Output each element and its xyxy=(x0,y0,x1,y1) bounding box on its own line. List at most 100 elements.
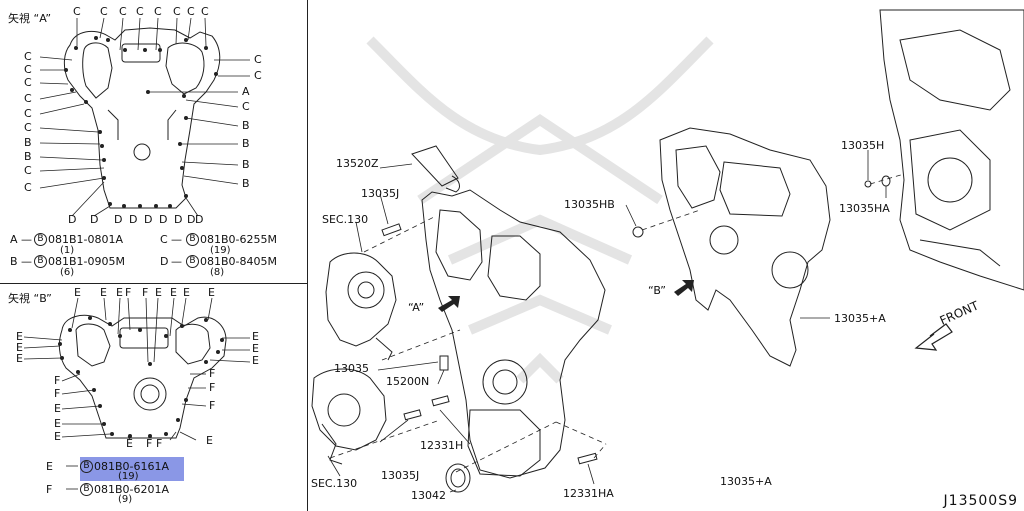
legend-letter: D xyxy=(160,255,169,268)
view-b-bottom-label: E xyxy=(206,434,213,447)
view-a-right-label: A xyxy=(242,85,250,98)
legend-arrow: — xyxy=(171,233,182,246)
view-a-right-label: B xyxy=(242,119,250,132)
callout-13035a-bottom[interactable]: 13035+A xyxy=(720,475,772,488)
view-b-right-label: F xyxy=(209,367,216,380)
view-b-left-label: E xyxy=(54,402,61,415)
view-a-top-label: C xyxy=(173,5,181,18)
legend-quantity: (8) xyxy=(210,267,225,278)
legend-quantity: (1) xyxy=(60,245,75,256)
view-a-bottom-label: D xyxy=(114,213,123,226)
legend-quantity: (9) xyxy=(118,494,133,505)
callout-13520z[interactable]: 13520Z xyxy=(336,157,379,170)
callout-13035a-right[interactable]: 13035+A xyxy=(834,312,886,325)
view-a-right-label: C xyxy=(254,53,262,66)
panel-divider-vertical xyxy=(307,0,308,511)
callout-13035j-bottom[interactable]: 13035J xyxy=(381,469,420,482)
callout-13035hb[interactable]: 13035HB xyxy=(564,198,615,211)
view-b-right-label: E xyxy=(252,342,259,355)
legend-letter: B xyxy=(10,255,18,268)
view-a-left-label: C xyxy=(24,50,32,63)
legend-quantity: (19) xyxy=(118,471,139,482)
callout-13035j-top[interactable]: 13035J xyxy=(361,187,400,200)
view-a-bottom-label: D xyxy=(90,213,99,226)
view-b-left-label: E xyxy=(54,417,61,430)
view-b-bottom-label: E xyxy=(126,437,133,450)
view-b-top-label: F xyxy=(125,286,132,299)
view-a-left-label: C xyxy=(24,76,32,89)
view-b-left-label: E xyxy=(16,330,23,343)
view-b-left-label: F xyxy=(54,374,61,387)
legend-quantity: (6) xyxy=(60,267,75,278)
panel-divider-horizontal xyxy=(0,283,308,284)
view-a-bottom-label: D xyxy=(195,213,204,226)
view-b-top-label: E xyxy=(155,286,162,299)
view-b-top-label: E xyxy=(208,286,215,299)
view-b-top-label: F xyxy=(142,286,149,299)
callout-12331h[interactable]: 12331H xyxy=(420,439,464,452)
view-a-top-label: C xyxy=(201,5,209,18)
view-a-top-label: C xyxy=(154,5,162,18)
view-a-top-label: C xyxy=(73,5,81,18)
callout-12331ha[interactable]: 12331HA xyxy=(563,487,614,500)
view-a-top-label: C xyxy=(136,5,144,18)
view-a-bottom-label: D xyxy=(144,213,153,226)
callout-sec130-bottom[interactable]: SEC.130 xyxy=(311,477,358,490)
legend-letter: A xyxy=(10,233,18,246)
bolt-symbol-icon: B xyxy=(80,460,93,473)
view-b-left-label: E xyxy=(16,352,23,365)
legend-letter: C xyxy=(160,233,168,246)
view-a-cover-outline xyxy=(39,17,250,217)
view-a-right-label: C xyxy=(242,100,250,113)
callout-13042[interactable]: 13042 xyxy=(411,489,446,502)
view-b-right-label: F xyxy=(209,381,216,394)
callout-sec130-top[interactable]: SEC.130 xyxy=(322,213,369,226)
legend-part-number: 081B0-6161A xyxy=(94,460,170,473)
view-b-top-label: E xyxy=(74,286,81,299)
legend-part-number: 081B0-6255M xyxy=(200,233,277,246)
view-a-bottom-label: D xyxy=(159,213,168,226)
legend-part-number: 081B1-0905M xyxy=(48,255,125,268)
legend-part-number: 081B0-6201A xyxy=(94,483,170,496)
diagram-code: J13500S9 xyxy=(943,493,1018,509)
view-b-left-label: E xyxy=(16,341,23,354)
view-a-right-label: B xyxy=(242,177,250,190)
legend-highlight xyxy=(80,457,184,481)
view-b-cover-outline xyxy=(23,297,251,490)
view-b-right-label: F xyxy=(209,399,216,412)
view-a-title: 矢視 “A” xyxy=(8,12,52,25)
view-a-left-label: C xyxy=(24,63,32,76)
bolt-symbol-icon: B xyxy=(186,255,199,268)
callout-13035[interactable]: 13035 xyxy=(334,362,369,375)
view-a-right-label: B xyxy=(242,137,250,150)
view-a-bottom-label: D xyxy=(174,213,183,226)
view-b-left-label: F xyxy=(54,387,61,400)
legend-arrow: — xyxy=(171,255,182,268)
view-a-left-label: C xyxy=(24,92,32,105)
view-b-right-label: E xyxy=(252,330,259,343)
view-b-bottom-label: F xyxy=(156,437,163,450)
view-a-right-label: C xyxy=(254,69,262,82)
legend-part-number: 081B0-8405M xyxy=(200,255,277,268)
legend-part-number: 081B1-0801A xyxy=(48,233,124,246)
legend-letter: E xyxy=(46,460,53,473)
bolt-symbol-icon: B xyxy=(34,233,47,246)
view-a-bottom-label: D xyxy=(129,213,138,226)
bolt-symbol-icon: B xyxy=(80,483,93,496)
callout-13035h[interactable]: 13035H xyxy=(841,139,885,152)
view-b-right-label: E xyxy=(252,354,259,367)
view-a-left-label: C xyxy=(24,181,32,194)
view-b-top-label: E xyxy=(116,286,123,299)
callout-13035ha[interactable]: 13035HA xyxy=(839,202,890,215)
view-b-top-label: E xyxy=(100,286,107,299)
view-a-arrow-label: “A” xyxy=(408,301,425,314)
legend-quantity: (19) xyxy=(210,245,231,256)
callout-15200n[interactable]: 15200N xyxy=(386,375,430,388)
bolt-symbol-icon: B xyxy=(34,255,47,268)
view-a-bottom-label: D xyxy=(187,213,196,226)
view-b-arrow-label: “B” xyxy=(648,284,667,297)
view-a-left-label: B xyxy=(24,150,32,163)
legend-arrow: — xyxy=(21,233,32,246)
view-a-right-label: B xyxy=(242,158,250,171)
